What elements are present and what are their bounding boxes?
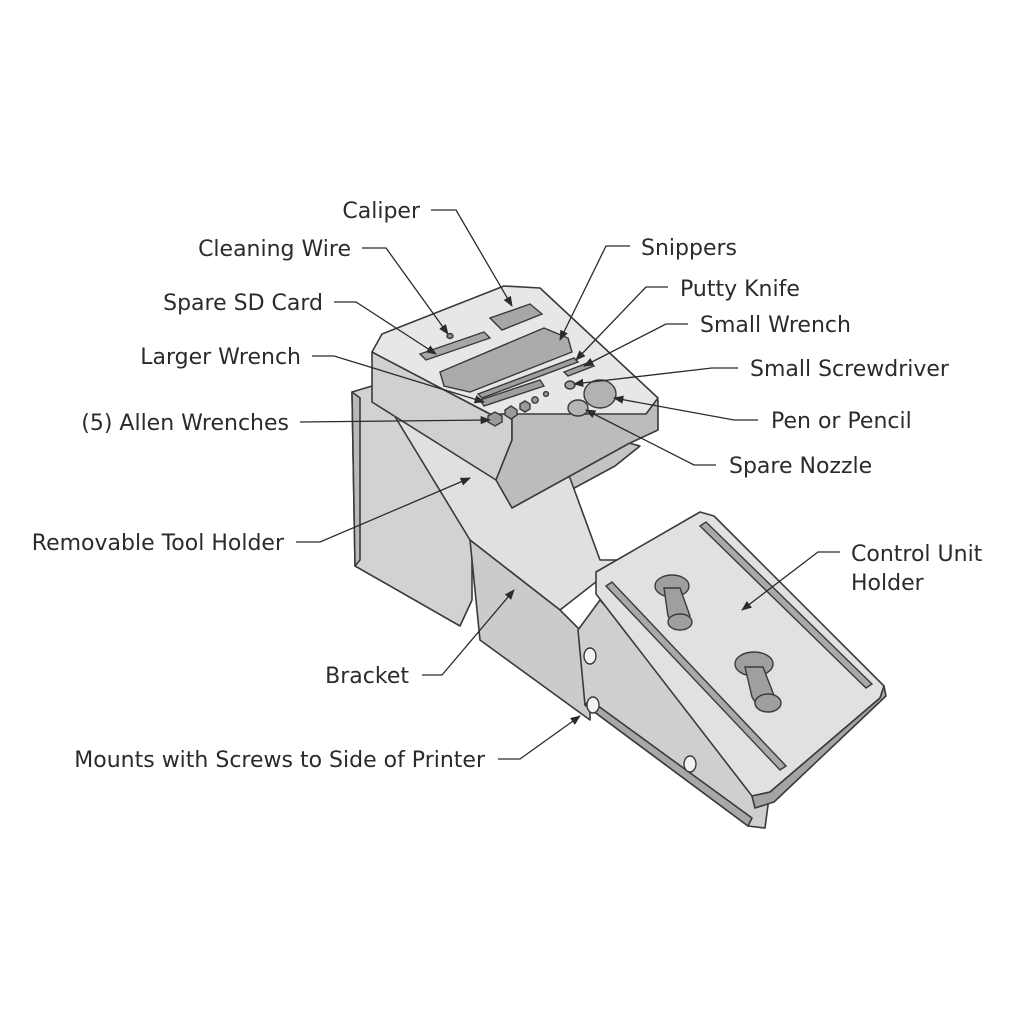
pen-pencil-hole	[583, 379, 617, 409]
support-block-side-face	[351, 391, 361, 567]
plate-slot-right	[698, 521, 874, 689]
label-spare-nozzle: Spare Nozzle	[729, 454, 872, 479]
label-putty-knife: Putty Knife	[680, 277, 800, 302]
part-illustration	[351, 285, 887, 829]
leader-larger-wrench	[312, 355, 485, 404]
tool-holder-right-face	[495, 399, 659, 509]
spare-nozzle-hole	[567, 399, 589, 417]
plate-slot-left	[604, 581, 788, 771]
screw-hole-2	[586, 696, 600, 714]
leader-removable-tool-holder	[296, 477, 471, 543]
leader-snippers	[559, 245, 630, 341]
label-small-screwdriver: Small Screwdriver	[750, 357, 950, 382]
leader-allen-wrenches	[299, 415, 492, 425]
label-snippers: Snippers	[641, 236, 737, 261]
label-control-unit-holder-line1: Control Unit	[851, 542, 983, 567]
leader-pen-or-pencil	[612, 395, 758, 421]
label-small-wrench: Small Wrench	[700, 313, 851, 338]
leader-bracket	[422, 589, 515, 676]
snippers-pocket	[439, 327, 573, 393]
leader-spare-sd-card	[334, 301, 437, 355]
keyhole-lower	[734, 651, 782, 713]
label-pen-or-pencil: Pen or Pencil	[771, 409, 912, 434]
leader-small-screwdriver	[572, 367, 738, 388]
keyhole-upper	[654, 574, 693, 631]
caliper-slot	[488, 303, 544, 331]
leader-lines	[296, 209, 840, 760]
larger-wrench-slot	[478, 379, 546, 407]
leader-caliper	[431, 209, 513, 307]
callout-labels: Caliper Cleaning Wire Spare SD Card Larg…	[32, 199, 983, 773]
leader-mounts	[498, 715, 581, 760]
allen-wrench-holes	[487, 390, 550, 427]
leader-small-wrench	[583, 323, 688, 367]
label-spare-sd-card: Spare SD Card	[163, 291, 323, 316]
label-allen-wrenches: (5) Allen Wrenches	[81, 411, 289, 436]
label-mounts-with-screws: Mounts with Screws to Side of Printer	[74, 748, 486, 773]
leader-spare-nozzle	[585, 409, 716, 466]
screw-hole-1	[583, 647, 597, 665]
label-larger-wrench: Larger Wrench	[140, 345, 301, 370]
label-bracket: Bracket	[325, 664, 409, 689]
screw-hole-3	[683, 755, 697, 773]
label-cleaning-wire: Cleaning Wire	[198, 237, 351, 262]
leader-putty-knife	[575, 286, 668, 361]
label-removable-tool-holder: Removable Tool Holder	[32, 531, 285, 556]
leader-control-unit-holder	[741, 551, 840, 611]
label-control-unit-holder-line2: Holder	[851, 571, 925, 596]
leader-cleaning-wire	[362, 247, 449, 335]
sd-card-slot	[418, 331, 492, 361]
small-screwdriver-hole	[564, 380, 576, 390]
cleaning-wire-hole	[446, 332, 454, 340]
label-caliper: Caliper	[342, 199, 421, 224]
control-holder-plate-edge	[751, 685, 887, 809]
